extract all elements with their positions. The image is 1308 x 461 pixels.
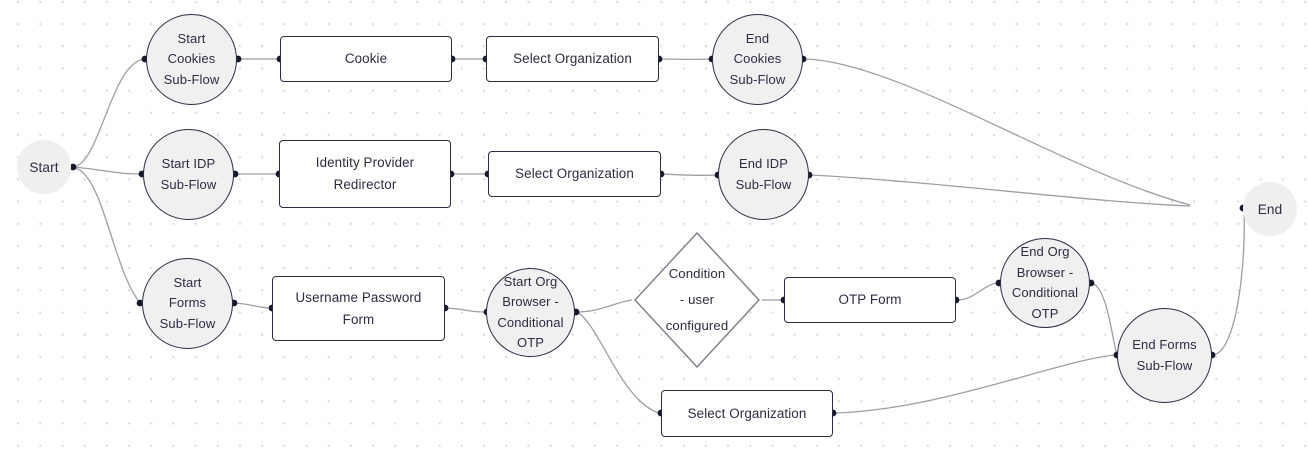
node-label: Select Organization [687, 405, 807, 421]
node-label: OTP Form [838, 292, 902, 307]
edge-end_idp-to-end[interactable] [810, 174, 1191, 207]
node-label: End [1257, 201, 1283, 217]
node-label: Identity Provider Redirector [315, 155, 415, 192]
edge-end_cookies-to-end[interactable] [804, 58, 1191, 206]
node-condition[interactable]: Condition - user configured [634, 232, 760, 368]
node-select_org_1[interactable]: Select Organization [486, 36, 659, 82]
node-label: End IDP Sub-Flow [735, 156, 792, 192]
edge-start_org_otp-to-condition[interactable] [576, 299, 633, 313]
node-start[interactable]: Start [17, 140, 71, 194]
node-end[interactable]: End [1243, 182, 1297, 236]
edge-start-to-start_cookies[interactable] [71, 58, 145, 168]
node-end_org_otp[interactable]: End Org Browser - Conditional OTP [1000, 238, 1090, 328]
node-end_forms[interactable]: End Forms Sub-Flow [1117, 308, 1212, 403]
node-idp_redirector[interactable]: Identity Provider Redirector [279, 140, 451, 208]
node-start_org_otp[interactable]: Start Org Browser - Conditional OTP [486, 268, 575, 357]
node-label: Start IDP Sub-Flow [160, 156, 217, 192]
node-start_forms[interactable]: Start Forms Sub-Flow [142, 258, 233, 349]
node-otp_form[interactable]: OTP Form [784, 277, 956, 323]
node-start_cookies[interactable]: Start Cookies Sub-Flow [146, 14, 237, 105]
node-select_org_3[interactable]: Select Organization [661, 390, 833, 437]
edge-end_org_otp-to-end_forms[interactable] [1091, 282, 1118, 356]
node-label: Start Forms Sub-Flow [159, 274, 216, 331]
node-username_pw[interactable]: Username Password Form [272, 276, 445, 341]
node-label: End Forms Sub-Flow [1132, 337, 1197, 373]
edge-select_org_3-to-end_forms[interactable] [834, 354, 1116, 414]
node-start_idp[interactable]: Start IDP Sub-Flow [143, 129, 234, 220]
edge-username_pw-to-start_org_otp[interactable] [446, 307, 485, 313]
node-end_idp[interactable]: End IDP Sub-Flow [718, 129, 809, 220]
node-label: End Cookies Sub-Flow [729, 30, 786, 87]
edge-start_forms-to-username_pw[interactable] [234, 302, 271, 309]
edge-select_org_2-to-end_idp[interactable] [662, 173, 717, 177]
edge-end_forms-to-end[interactable] [1212, 209, 1245, 356]
node-end_cookies[interactable]: End Cookies Sub-Flow [712, 14, 803, 105]
edge-start-to-start_forms[interactable] [71, 166, 141, 304]
node-label: End Org Browser - Conditional OTP [1011, 244, 1079, 321]
node-label: Select Organization [515, 166, 634, 181]
edge-start-to-start_idp[interactable] [71, 166, 142, 175]
node-label: Start Org Browser - Conditional OTP [497, 273, 564, 351]
node-label: Cookie [344, 51, 388, 66]
node-label: Username Password Form [295, 289, 422, 327]
node-cookie[interactable]: Cookie [280, 36, 452, 82]
node-label: Start Cookies Sub-Flow [163, 30, 220, 87]
diamond-shape [634, 232, 760, 368]
node-label: Start [29, 159, 59, 175]
node-label: Condition - user configured [665, 266, 729, 333]
edge-otp_form-to-end_org_otp[interactable] [957, 282, 999, 301]
node-select_org_2[interactable]: Select Organization [488, 151, 661, 197]
node-label: Select Organization [513, 51, 632, 66]
